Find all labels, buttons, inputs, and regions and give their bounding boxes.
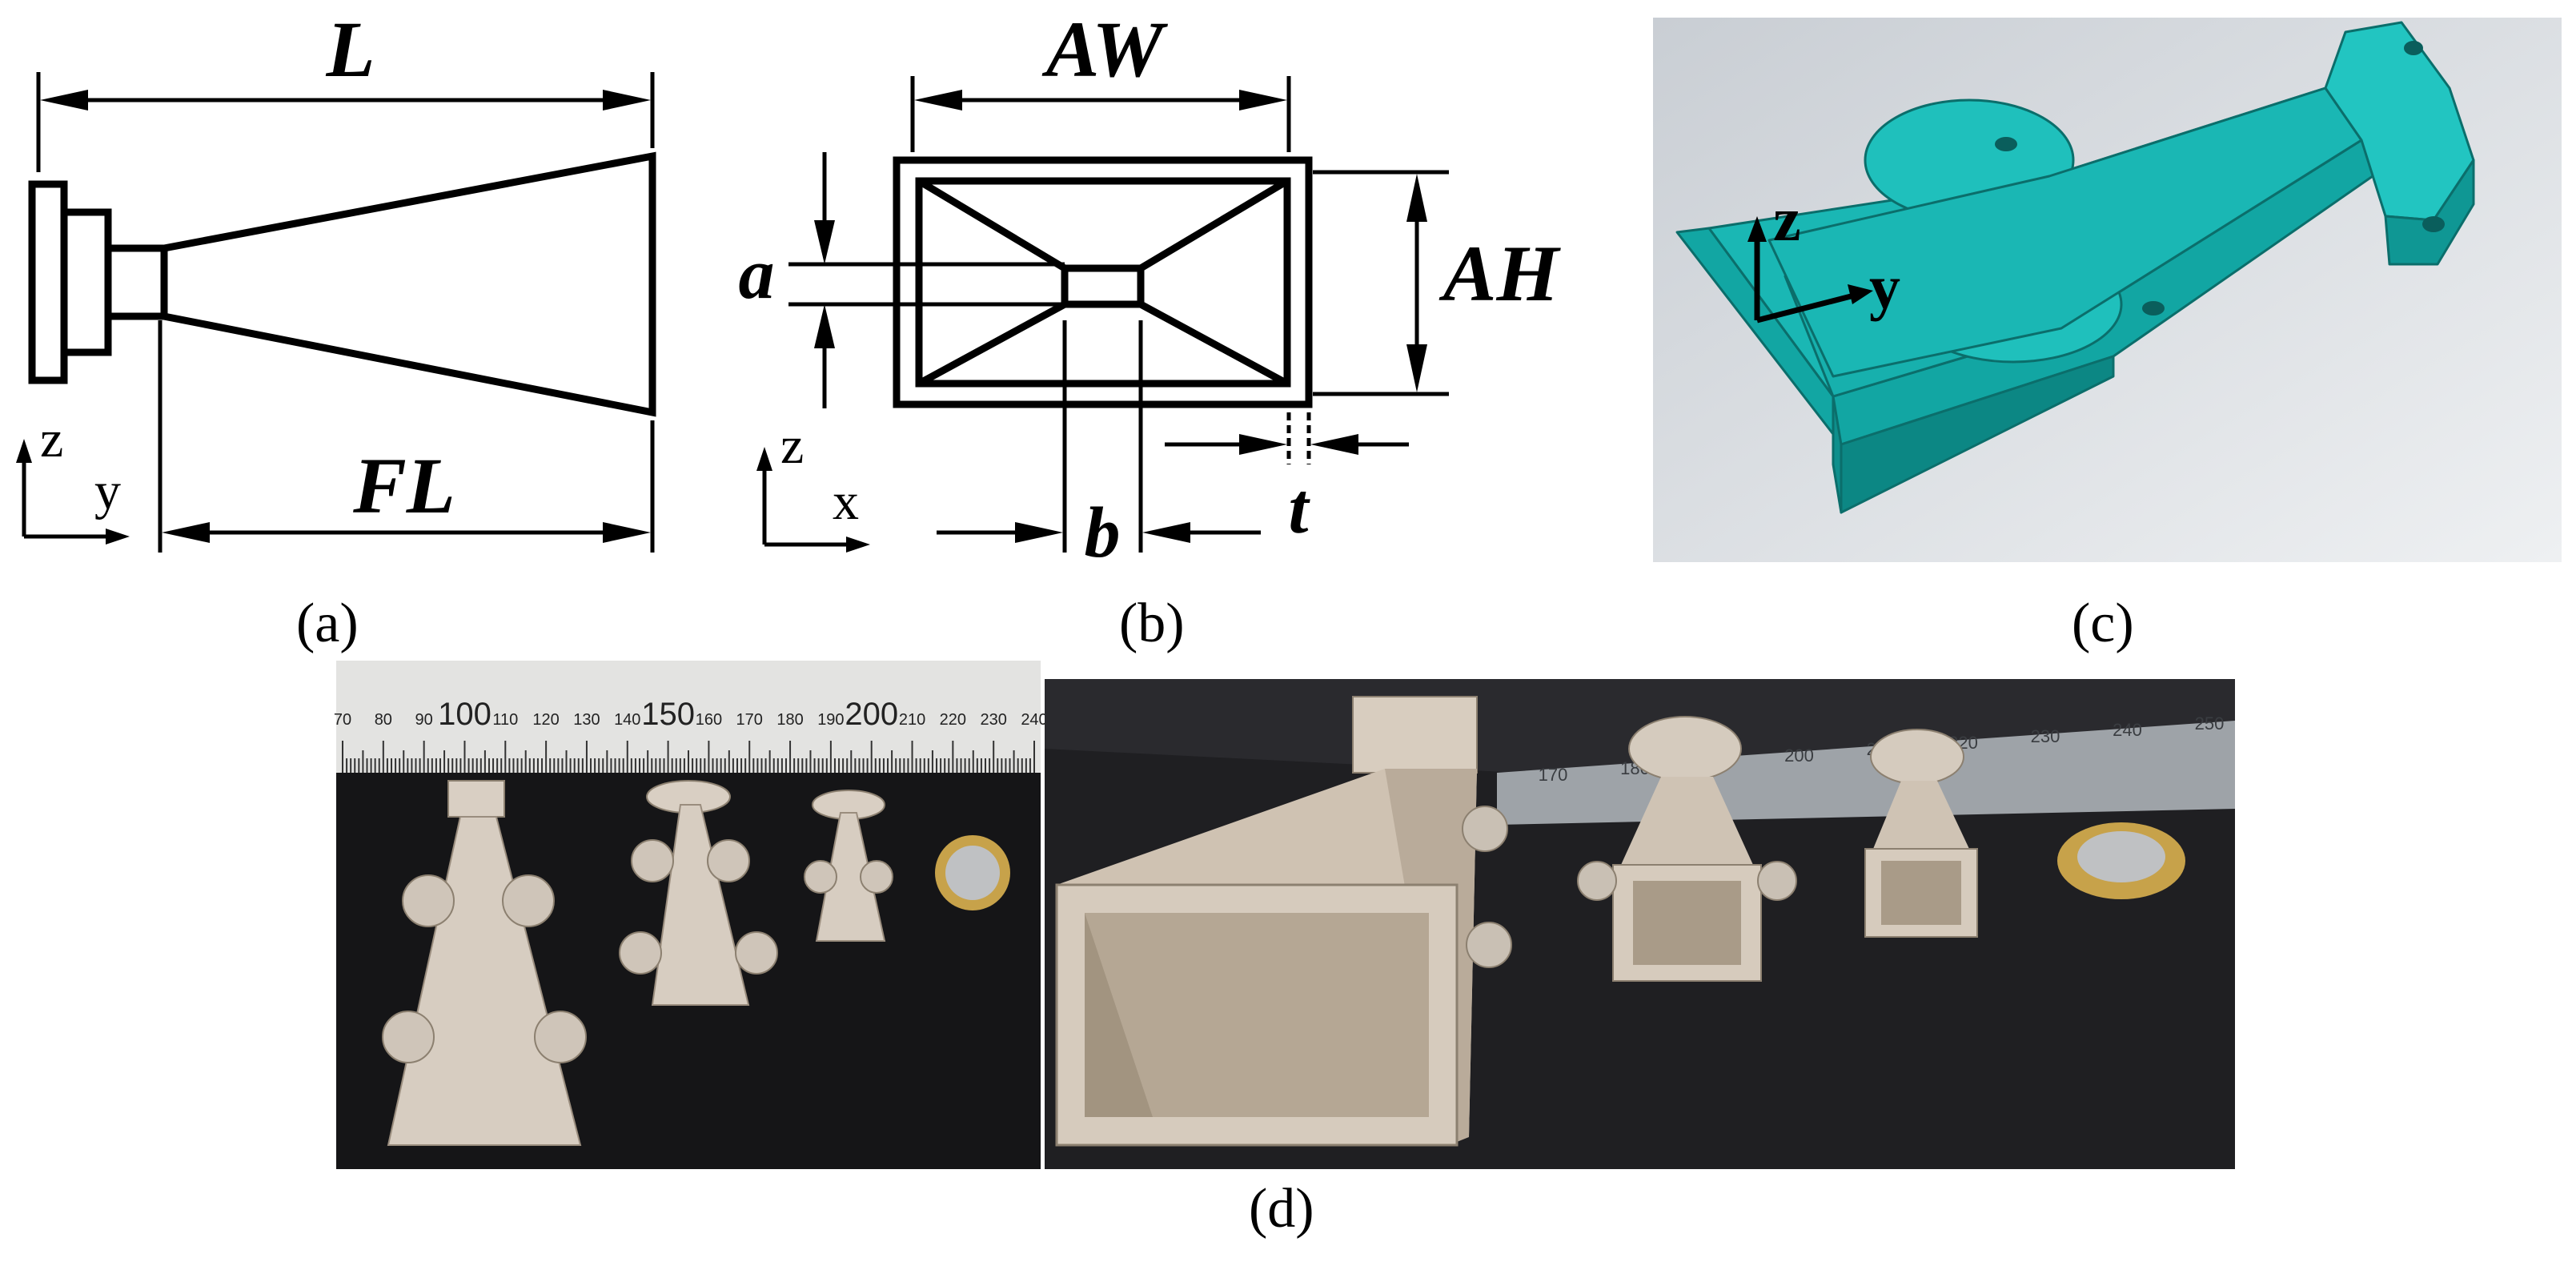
label-AW: AW	[1041, 5, 1169, 94]
axis-y-a: y	[94, 462, 121, 520]
dimension-L	[36, 72, 655, 172]
ruler-label: 190	[817, 711, 844, 729]
dimension-a	[788, 152, 1065, 408]
ruler-label: 170	[1539, 765, 1568, 785]
screw-hole	[2422, 216, 2445, 232]
ruler-label: 180	[776, 711, 803, 729]
ruler-label: 120	[532, 711, 559, 729]
ruler-label: 200	[845, 697, 898, 732]
ruler-label: 170	[736, 711, 763, 729]
dimension-AH	[1313, 170, 1449, 396]
ruler-label: 200	[1784, 746, 1814, 766]
horn-medium-photo	[619, 780, 778, 1006]
ruler-label: 70	[334, 711, 351, 729]
horn-medium-front-photo	[1577, 716, 1797, 982]
axis-z-b: z	[780, 416, 804, 475]
axes-a	[16, 439, 130, 545]
axis-z-a: z	[40, 410, 63, 468]
axis-x-b: x	[833, 472, 859, 531]
ruler-label: 150	[641, 697, 695, 732]
label-t: t	[1288, 469, 1310, 549]
ruler-label: 250	[2195, 713, 2225, 733]
caption-c: (c)	[2072, 593, 2134, 654]
caption-d: (d)	[1249, 1178, 1314, 1240]
ruler-label: 160	[696, 711, 722, 729]
label-FL: FL	[352, 441, 455, 530]
horn-small-front-photo	[1864, 729, 1978, 938]
label-AH: AH	[1438, 229, 1562, 318]
ruler-label: 240	[1021, 711, 1047, 729]
horn-large-photo	[382, 780, 587, 1146]
ruler-label: 130	[573, 711, 600, 729]
ruler-label: 140	[614, 711, 640, 729]
horn-profile	[160, 151, 656, 417]
horn-small-photo	[804, 790, 893, 942]
label-L: L	[325, 5, 375, 94]
screw-hole	[2142, 301, 2165, 315]
ruler-label: 100	[438, 697, 492, 732]
axis-z-c: z	[1773, 184, 1801, 254]
ruler-label: 110	[492, 711, 518, 729]
ruler-label: 240	[2113, 720, 2142, 740]
caption-a: (a)	[296, 593, 359, 654]
ruler-label: 210	[899, 711, 925, 729]
screw-hole	[2404, 41, 2423, 55]
label-a: a	[739, 235, 775, 314]
ruler-label: 230	[980, 711, 1006, 729]
aperture-inner	[915, 177, 1291, 388]
ruler-label: 80	[375, 711, 392, 729]
throat	[1061, 264, 1145, 308]
ruler-label: 220	[940, 711, 966, 729]
dimension-b	[937, 320, 1261, 553]
ruler-label: 230	[2031, 726, 2060, 746]
horn-large-front-photo	[1055, 696, 1512, 1147]
caption-b: (b)	[1119, 593, 1185, 654]
dimension-t	[1165, 412, 1409, 464]
axis-y-c: y	[1869, 252, 1900, 322]
aperture-outer	[893, 156, 1313, 408]
dimension-AW	[910, 76, 1291, 152]
ruler-label: 90	[415, 711, 433, 729]
axes-b	[756, 447, 870, 553]
dimension-FL	[158, 320, 655, 553]
label-b: b	[1085, 493, 1121, 573]
axes-c	[1747, 216, 1873, 324]
screw-hole	[1995, 137, 2017, 151]
